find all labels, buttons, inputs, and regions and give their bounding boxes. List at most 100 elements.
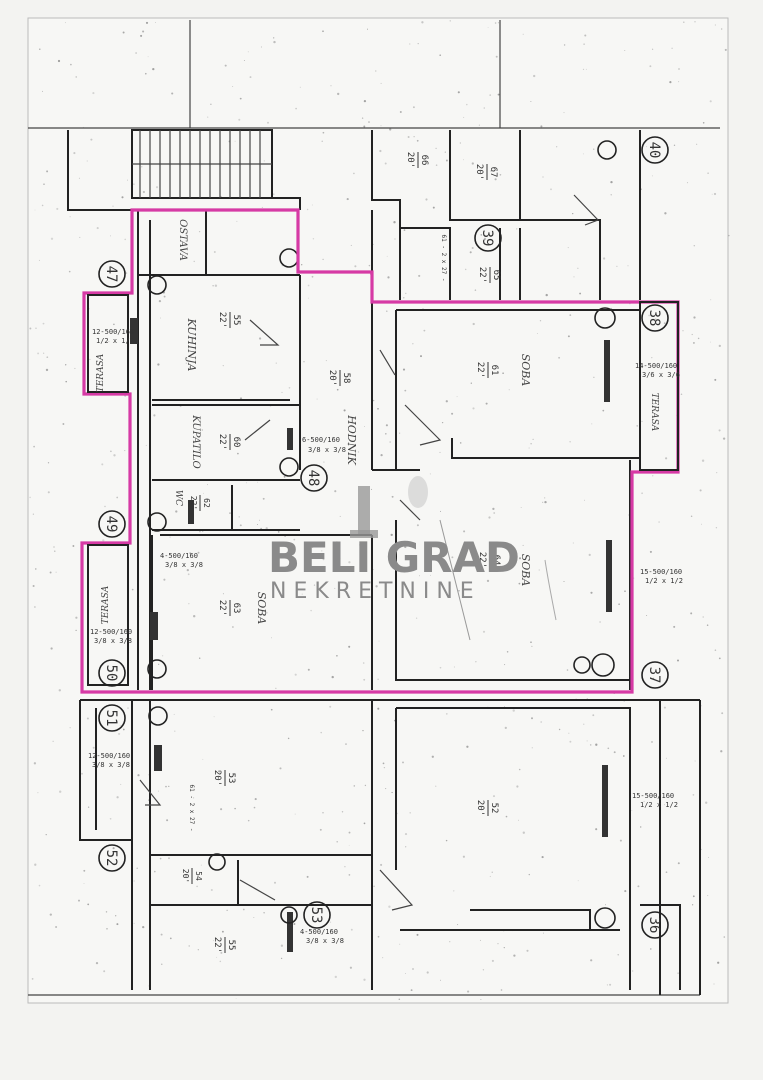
paper-speck bbox=[590, 591, 593, 594]
paper-speck bbox=[32, 513, 35, 515]
paper-speck bbox=[384, 162, 387, 165]
paper-speck bbox=[37, 352, 40, 355]
paper-speck bbox=[65, 364, 67, 366]
paper-speck bbox=[320, 731, 322, 734]
paper-speck bbox=[353, 172, 355, 175]
paper-speck bbox=[235, 998, 237, 1000]
paper-speck bbox=[415, 617, 418, 619]
paper-speck bbox=[412, 343, 414, 345]
paper-speck bbox=[189, 366, 191, 369]
paper-speck bbox=[362, 729, 364, 732]
paper-speck bbox=[348, 874, 351, 876]
window-bars bbox=[130, 318, 612, 952]
paper-speck bbox=[641, 492, 643, 495]
dim-2a: 14-500/160 bbox=[635, 362, 677, 370]
paper-speck bbox=[435, 164, 438, 166]
paper-speck bbox=[497, 22, 499, 24]
paper-speck bbox=[518, 819, 519, 821]
paper-speck bbox=[75, 616, 78, 619]
paper-speck bbox=[316, 398, 318, 400]
paper-speck bbox=[583, 43, 585, 45]
paper-speck bbox=[106, 927, 108, 930]
paper-speck bbox=[334, 490, 337, 493]
paper-speck bbox=[131, 588, 134, 591]
paper-speck bbox=[330, 85, 332, 87]
paper-speck bbox=[713, 192, 717, 196]
marker-52-label: 52 bbox=[103, 850, 119, 867]
paper-speck bbox=[336, 541, 338, 543]
paper-speck bbox=[158, 663, 160, 665]
paper-speck bbox=[453, 890, 455, 892]
paper-speck bbox=[528, 447, 530, 449]
paper-speck bbox=[405, 846, 407, 848]
paper-speck bbox=[237, 452, 239, 455]
paper-speck bbox=[582, 68, 585, 71]
room-name-kupatilo: KUPATILO bbox=[190, 414, 201, 469]
paper-speck bbox=[694, 760, 696, 762]
paper-speck bbox=[43, 352, 45, 354]
paper-speck bbox=[165, 785, 167, 788]
paper-speck bbox=[161, 655, 164, 657]
paper-speck bbox=[678, 81, 680, 83]
paper-speck bbox=[697, 337, 700, 340]
paper-speck bbox=[142, 190, 145, 194]
paper-speck bbox=[382, 957, 384, 959]
paper-speck bbox=[33, 762, 37, 765]
paper-speck bbox=[78, 899, 80, 902]
paper-speck bbox=[503, 946, 505, 949]
paper-speck bbox=[236, 220, 238, 222]
paper-speck bbox=[62, 423, 65, 425]
paper-speck bbox=[336, 388, 339, 391]
paper-speck bbox=[497, 943, 499, 945]
paper-speck bbox=[652, 677, 655, 680]
door-swings bbox=[139, 194, 600, 911]
paper-speck bbox=[463, 116, 465, 118]
dim-9b: 3/8 x 3/8 bbox=[306, 937, 344, 945]
paper-speck bbox=[370, 488, 373, 490]
paper-speck bbox=[613, 751, 616, 754]
paper-speck bbox=[322, 812, 324, 814]
paper-speck bbox=[651, 48, 654, 50]
paper-speck bbox=[470, 382, 472, 384]
paper-speck bbox=[492, 507, 495, 511]
room-55b-number: 55 bbox=[226, 940, 236, 951]
paper-speck bbox=[166, 819, 169, 822]
paper-speck bbox=[478, 124, 480, 126]
paper-speck bbox=[362, 662, 365, 664]
paper-speck bbox=[413, 136, 415, 138]
paper-speck bbox=[220, 808, 223, 811]
paper-speck bbox=[584, 34, 587, 37]
paper-speck bbox=[654, 318, 657, 321]
paper-speck bbox=[718, 344, 721, 348]
paper-speck bbox=[154, 22, 156, 23]
paper-speck bbox=[431, 755, 434, 758]
paper-speck bbox=[53, 546, 55, 548]
room-name-ostava: OSTAVA bbox=[177, 219, 188, 261]
paper-speck bbox=[542, 176, 544, 178]
paper-speck bbox=[702, 122, 705, 124]
paper-speck bbox=[234, 140, 236, 142]
paper-speck bbox=[586, 698, 588, 700]
paper-speck bbox=[584, 499, 585, 501]
paper-speck bbox=[421, 21, 424, 24]
paper-speck bbox=[155, 186, 159, 189]
paper-speck bbox=[104, 505, 106, 508]
paper-speck bbox=[121, 196, 124, 199]
paper-speck bbox=[212, 285, 214, 287]
paper-speck bbox=[690, 515, 693, 517]
paper-speck bbox=[593, 376, 595, 378]
paper-speck bbox=[325, 360, 327, 362]
paper-speck bbox=[357, 451, 360, 453]
dim-7a: 12-500/160 bbox=[88, 752, 130, 760]
paper-speck bbox=[42, 322, 45, 325]
paper-speck bbox=[287, 737, 290, 740]
paper-speck bbox=[140, 34, 143, 37]
marker-39 bbox=[474, 224, 502, 252]
paper-speck bbox=[113, 454, 116, 457]
paper-speck bbox=[323, 461, 325, 463]
paper-speck bbox=[435, 785, 437, 787]
paper-speck bbox=[403, 229, 406, 231]
paper-speck bbox=[490, 170, 493, 172]
paper-speck bbox=[563, 112, 565, 114]
paper-speck bbox=[116, 796, 119, 799]
